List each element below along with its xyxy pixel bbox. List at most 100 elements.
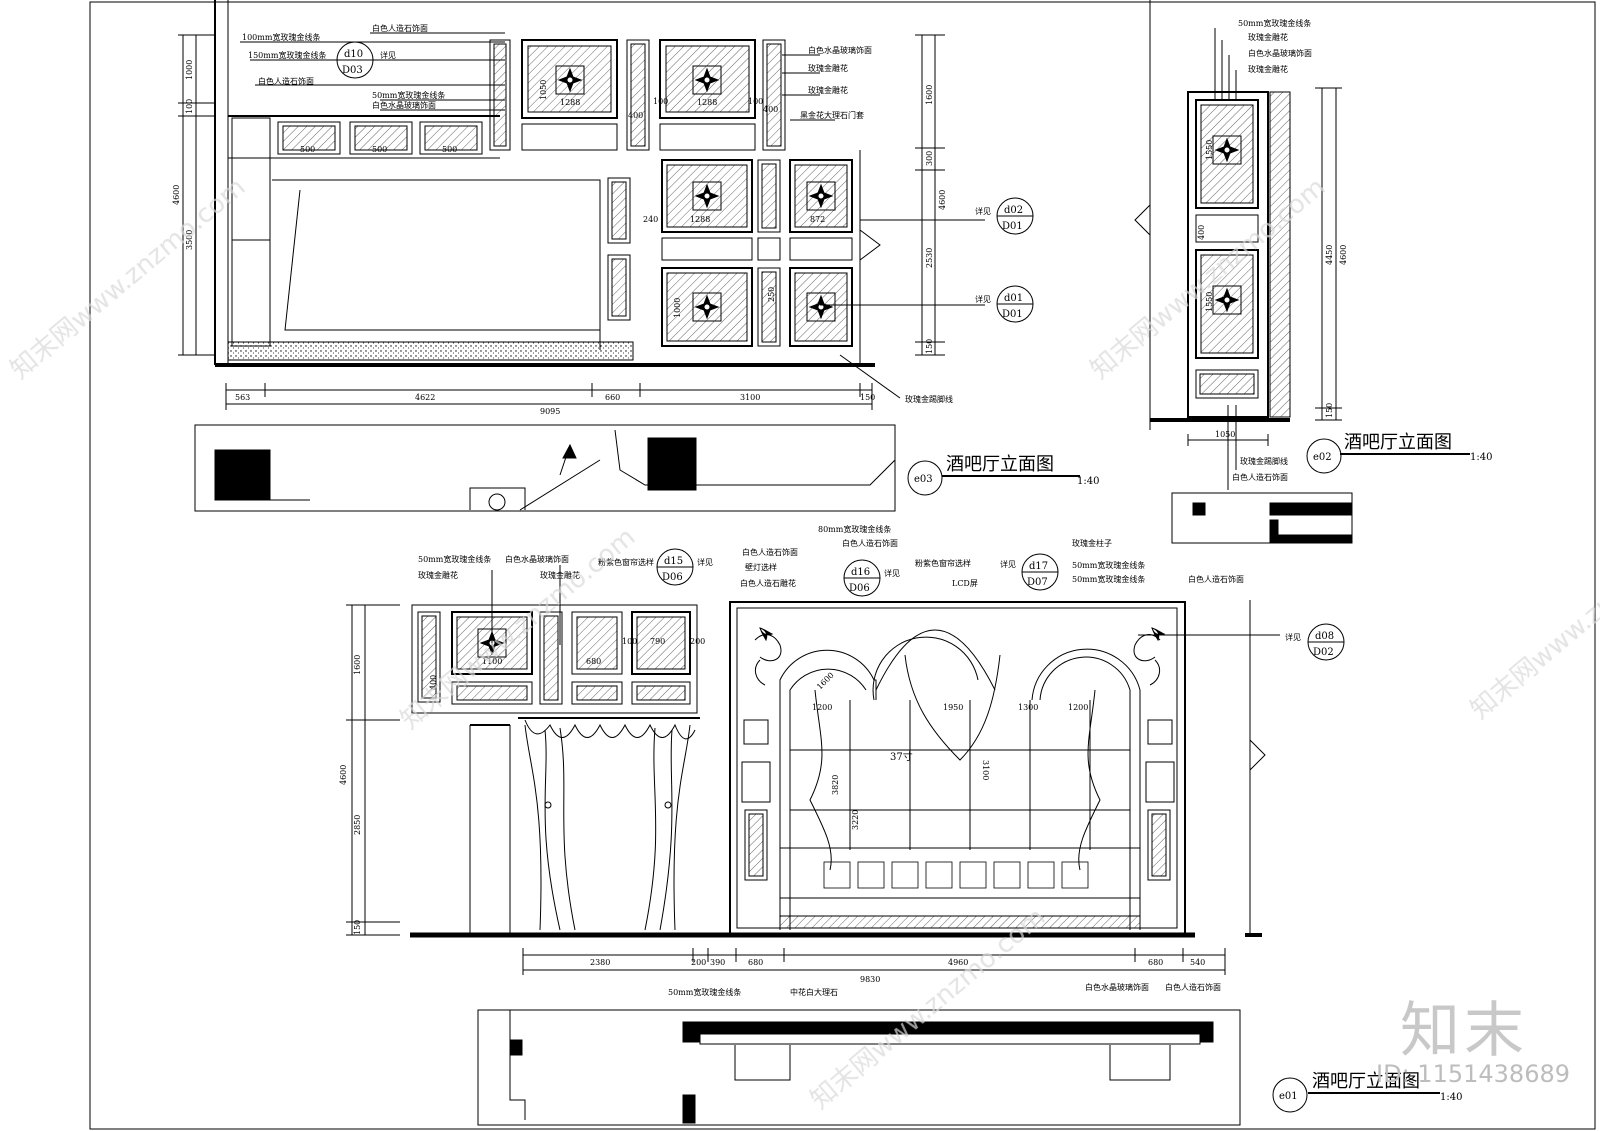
dim-e03-r3: 4600	[938, 190, 947, 210]
dim-e01-h5: 4960	[948, 958, 968, 967]
title-e01: e01 酒吧厅立面图 1:40	[1272, 1071, 1462, 1113]
svg-text:详见: 详见	[380, 50, 396, 60]
dim-e01-i4: 1200	[812, 703, 832, 712]
label-e02-t4: 玫瑰金雕花	[1248, 64, 1288, 74]
dim-e01-i6: 1950	[943, 703, 963, 712]
elevation-e03	[178, 0, 985, 512]
dim-e03-r4: 2530	[925, 248, 934, 268]
label-e01-a13: 玫瑰金柱子	[1072, 538, 1112, 548]
label-e02-t1: 50mm宽玫瑰金线条	[1238, 18, 1311, 28]
label-e01-a12: LCD屏	[952, 579, 978, 588]
label-e01-a4: 玫瑰金雕花	[540, 570, 580, 580]
dim-e03-h4: 3100	[740, 393, 760, 402]
dim-e01-i8: 1200	[1068, 703, 1088, 712]
label-e01-a7: 白色人造石饰面	[742, 547, 798, 557]
e01-annotations: 50mm宽玫瑰金线条 玫瑰金雕花 白色水晶玻璃饰面 玫瑰金雕花 粉紫色窗帘选样 …	[418, 524, 1244, 997]
dim-e01-i9: 3100	[981, 760, 990, 780]
svg-text:D03: D03	[342, 65, 363, 76]
dim-e01-h3: 390	[710, 958, 725, 967]
svg-text:详见: 详见	[1000, 559, 1016, 569]
dim-e01-total: 9830	[860, 975, 880, 984]
svg-text:e02: e02	[1313, 452, 1332, 463]
svg-text:d10: d10	[344, 49, 363, 60]
dim-e03-r5: 150	[925, 339, 934, 354]
dim-e03-v4: 4600	[172, 185, 181, 205]
dim-e01-v1: 1600	[353, 655, 362, 675]
dim-e03-r2: 300	[925, 151, 934, 166]
svg-text:d02: d02	[1004, 205, 1023, 216]
label-e01-tv: 37寸	[890, 750, 913, 763]
dim-e03-i4: 1288	[560, 98, 580, 107]
dim-e03-h2: 4622	[415, 393, 435, 402]
label-e01-a1: 50mm宽玫瑰金线条	[418, 554, 491, 564]
dim-e02-i2: 1550	[1205, 292, 1214, 312]
dim-e01-i7: 1300	[1018, 703, 1038, 712]
callout-d10: d10 D03 详见	[336, 41, 396, 79]
dim-e03-h5: 150	[860, 393, 875, 402]
id-watermark: ID: 1151438689	[1376, 1060, 1570, 1088]
svg-text:e03: e03	[914, 474, 933, 485]
svg-text:酒吧厅立面图: 酒吧厅立面图	[1312, 1071, 1420, 1092]
dim-e01-v3: 2850	[353, 815, 362, 835]
label-e03-l6: 白色水晶玻璃饰面	[372, 100, 436, 110]
dim-e01-i2: 680	[586, 657, 601, 666]
label-e01-b1: 50mm宽玫瑰金线条	[668, 987, 741, 997]
dim-e01-h2: 200	[691, 958, 706, 967]
svg-text:1:40: 1:40	[1077, 476, 1099, 487]
label-e03-l4: 白色人造石饰面	[372, 23, 428, 33]
label-e01-a14: 50mm宽玫瑰金线条	[1072, 560, 1145, 570]
dim-e03-v1: 1000	[185, 60, 194, 80]
dim-e01-i12: 100	[622, 637, 637, 646]
svg-text:D01: D01	[1002, 221, 1023, 232]
svg-text:D06: D06	[662, 572, 683, 583]
svg-text:D06: D06	[849, 583, 870, 594]
label-e01-b3: 白色水晶玻璃饰面	[1085, 982, 1149, 992]
dim-e02-h3: 150	[1325, 403, 1334, 418]
label-e02-t2: 玫瑰金雕花	[1248, 32, 1288, 42]
label-e01-a2: 玫瑰金雕花	[418, 570, 458, 580]
svg-text:知末网www.znzmo.com: 知末网www.znzmo.com	[1465, 512, 1600, 725]
label-e01-a8: 壁灯选样	[745, 562, 777, 572]
label-e03-r3: 玫瑰金雕花	[808, 85, 848, 95]
dim-e01-h6: 680	[1148, 958, 1163, 967]
dim-e02-h1: 4450	[1325, 245, 1334, 265]
dim-e01-i14: 200	[690, 637, 705, 646]
label-e02-t3: 白色水晶玻璃饰面	[1248, 48, 1312, 58]
dim-e01-i1: 1100	[482, 657, 502, 666]
label-e01-a3: 白色水晶玻璃饰面	[505, 554, 569, 564]
dim-e03-i15: 100	[748, 97, 763, 106]
callout-d01: d01 D01 详见	[975, 285, 1034, 323]
svg-text:详见: 详见	[975, 206, 991, 216]
svg-text:D02: D02	[1313, 647, 1334, 658]
callout-d17: d17 D07 详见	[1000, 553, 1059, 591]
label-e01-a11: 粉紫色窗帘选样	[915, 558, 971, 568]
label-e02-b2: 白色人造石饰面	[1232, 472, 1288, 482]
dim-e03-i8: 1000	[673, 298, 682, 318]
dim-e01-h1: 2380	[590, 958, 610, 967]
elevation-e02	[1134, 0, 1353, 544]
dim-e01-i11: 3820	[831, 775, 840, 795]
svg-text:D01: D01	[1002, 309, 1023, 320]
dim-e02-h2: 4600	[1339, 245, 1348, 265]
dim-e03-h1: 563	[235, 393, 250, 402]
dim-e01-i5: 1600	[815, 671, 836, 692]
label-e03-b1: 玫瑰金踢脚线	[905, 394, 953, 404]
dim-e03-total: 9095	[540, 407, 560, 416]
dim-e03-i5: 1288	[697, 98, 717, 107]
e03-dimension-texts: 563 4622 660 3100 150 9095 1000 100 3500…	[172, 60, 947, 416]
callout-d15: d15 D06 详见	[656, 548, 713, 586]
label-e03-r4: 黑金花大理石门套	[800, 110, 864, 120]
dim-e01-i3: 790	[650, 637, 665, 646]
dim-e03-i7: 872	[810, 215, 825, 224]
svg-text:1:40: 1:40	[1440, 1092, 1462, 1103]
svg-text:详见: 详见	[1285, 632, 1301, 642]
dim-e03-i3: 500	[442, 145, 457, 154]
label-e01-a9: 白色人造石雕花	[740, 578, 796, 588]
dim-e03-i14: 100	[653, 97, 668, 106]
dim-e03-i11: 400	[628, 111, 643, 120]
svg-text:详见: 详见	[697, 557, 713, 567]
dim-e01-v4: 150	[353, 920, 362, 935]
label-e03-r1: 白色水晶玻璃饰面	[808, 45, 872, 55]
sheet-border	[89, 1, 1596, 1130]
dim-e03-v3: 3500	[185, 230, 194, 250]
